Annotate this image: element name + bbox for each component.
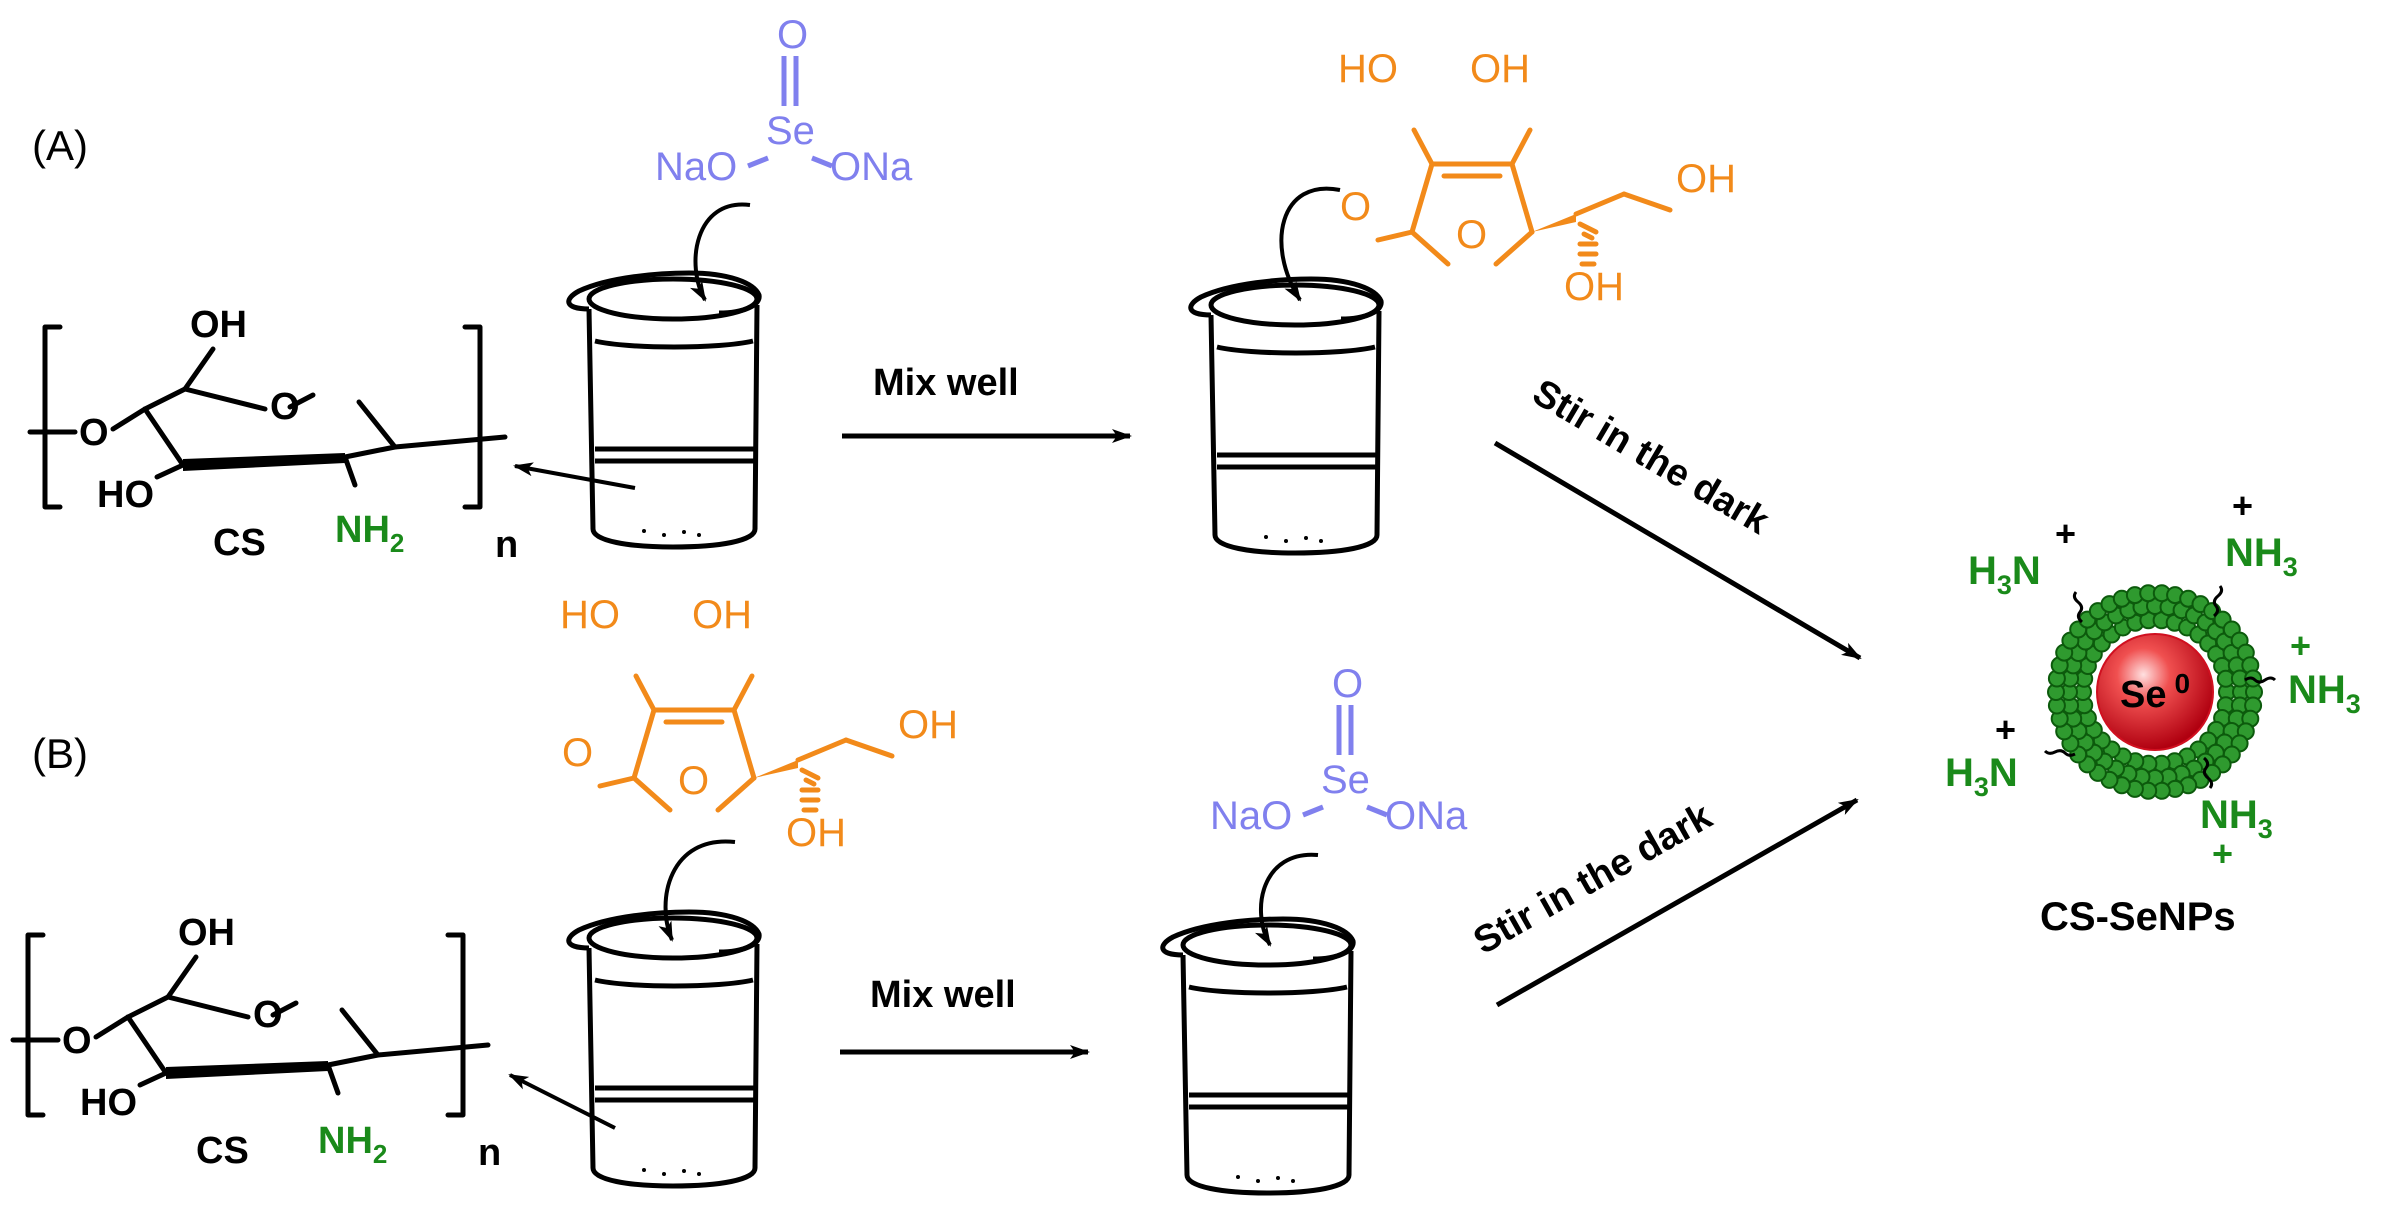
amine-right: NH3 bbox=[2288, 668, 2361, 719]
amine-charge: + bbox=[2290, 625, 2311, 666]
ascorbic-ring-o: O bbox=[678, 759, 709, 803]
selenite-structure-b: O Se NaO ONa bbox=[1210, 662, 1468, 838]
selenite-nao: NaO bbox=[1210, 794, 1292, 838]
chitosan-ring-o: O bbox=[270, 386, 300, 428]
amine-charge: + bbox=[1995, 709, 2016, 750]
ascorbic-carbonyl-o: O bbox=[1340, 185, 1371, 229]
stir-arrow-a bbox=[1493, 440, 1862, 661]
ascorbic-side-oh: OH bbox=[1676, 157, 1736, 201]
stir-label-b: Stir in the dark bbox=[1467, 795, 1720, 963]
chitosan-amine: NH2 bbox=[318, 1120, 387, 1169]
chitosan-cs-label: CS bbox=[196, 1130, 249, 1172]
beaker-a2 bbox=[1191, 279, 1381, 553]
ascorbic-acid-structure-b: HO OH O O OH OH bbox=[560, 593, 958, 855]
add-ascorbic-arrow-b bbox=[658, 839, 736, 942]
amine-upper-left: H3N bbox=[1968, 549, 2041, 600]
stir-arrow-b bbox=[1495, 797, 1859, 1008]
chitosan-oh: OH bbox=[190, 304, 247, 346]
selenite-structure-a: O Se NaO ONa bbox=[655, 13, 913, 189]
add-selenite-arrow-b bbox=[1255, 852, 1319, 947]
ascorbic-ring-o: O bbox=[1456, 213, 1487, 257]
amine-charge: + bbox=[2055, 513, 2076, 554]
amine-lower-left: H3N bbox=[1945, 751, 2018, 802]
ascorbic-oh: OH bbox=[692, 593, 752, 637]
add-selenite-arrow-a bbox=[690, 202, 751, 302]
ascorbic-carbonyl-o: O bbox=[562, 731, 593, 775]
to-chitosan-arrow-b bbox=[508, 1073, 616, 1130]
ascorbic-bottom-oh: OH bbox=[786, 811, 846, 855]
beaker-b2 bbox=[1163, 919, 1353, 1193]
amine-bottom: NH3 bbox=[2200, 793, 2273, 844]
chitosan-structure-b: OH O O HO CS NH2 n bbox=[13, 912, 501, 1174]
ascorbic-oh: OH bbox=[1470, 47, 1530, 91]
ascorbic-side-oh: OH bbox=[898, 703, 958, 747]
chitosan-link-o: O bbox=[62, 1020, 92, 1062]
chitosan-amine: NH2 bbox=[335, 509, 404, 558]
stir-label-a: Stir in the dark bbox=[1525, 372, 1776, 544]
chitosan-repeat-n: n bbox=[478, 1132, 501, 1174]
ascorbic-ho: HO bbox=[560, 593, 620, 637]
selenite-se: Se bbox=[766, 109, 815, 153]
panel-a-label: (A) bbox=[32, 122, 88, 169]
product-label: CS-SeNPs bbox=[2040, 895, 2236, 939]
amine-linkers bbox=[2043, 585, 2277, 789]
to-chitosan-arrow-a bbox=[513, 462, 636, 490]
chitosan-ring-o: O bbox=[253, 994, 283, 1036]
chitosan-cs-label: CS bbox=[213, 522, 266, 564]
selenite-o: O bbox=[1332, 662, 1363, 706]
selenite-ona: ONa bbox=[1385, 794, 1468, 838]
selenite-ona: ONa bbox=[830, 145, 913, 189]
chitosan-shell bbox=[2047, 584, 2263, 800]
amine-charge: + bbox=[2232, 485, 2253, 526]
mix-well-label-b: Mix well bbox=[870, 974, 1016, 1016]
amine-upper-right: NH3 bbox=[2225, 531, 2298, 582]
selenite-o: O bbox=[777, 13, 808, 57]
chitosan-ho: HO bbox=[80, 1082, 137, 1124]
mix-well-label-a: Mix well bbox=[873, 362, 1019, 404]
selenite-nao: NaO bbox=[655, 145, 737, 189]
panel-b-label: (B) bbox=[32, 730, 88, 777]
ascorbic-acid-structure-a: HO OH O O OH OH bbox=[1338, 47, 1736, 309]
add-ascorbic-arrow-a bbox=[1279, 186, 1341, 302]
amine-charge: + bbox=[2212, 833, 2233, 874]
ascorbic-ho: HO bbox=[1338, 47, 1398, 91]
chitosan-oh: OH bbox=[178, 912, 235, 954]
chitosan-ho: HO bbox=[97, 474, 154, 516]
chitosan-link-o: O bbox=[79, 412, 109, 454]
chitosan-repeat-n: n bbox=[495, 524, 518, 566]
selenite-se: Se bbox=[1321, 758, 1370, 802]
beaker-b1 bbox=[569, 912, 759, 1186]
selenium-core bbox=[2096, 633, 2214, 751]
beaker-a1 bbox=[569, 273, 759, 547]
ascorbic-bottom-oh: OH bbox=[1564, 265, 1624, 309]
chitosan-structure-a: OH O O HO CS NH2 n bbox=[30, 304, 518, 566]
